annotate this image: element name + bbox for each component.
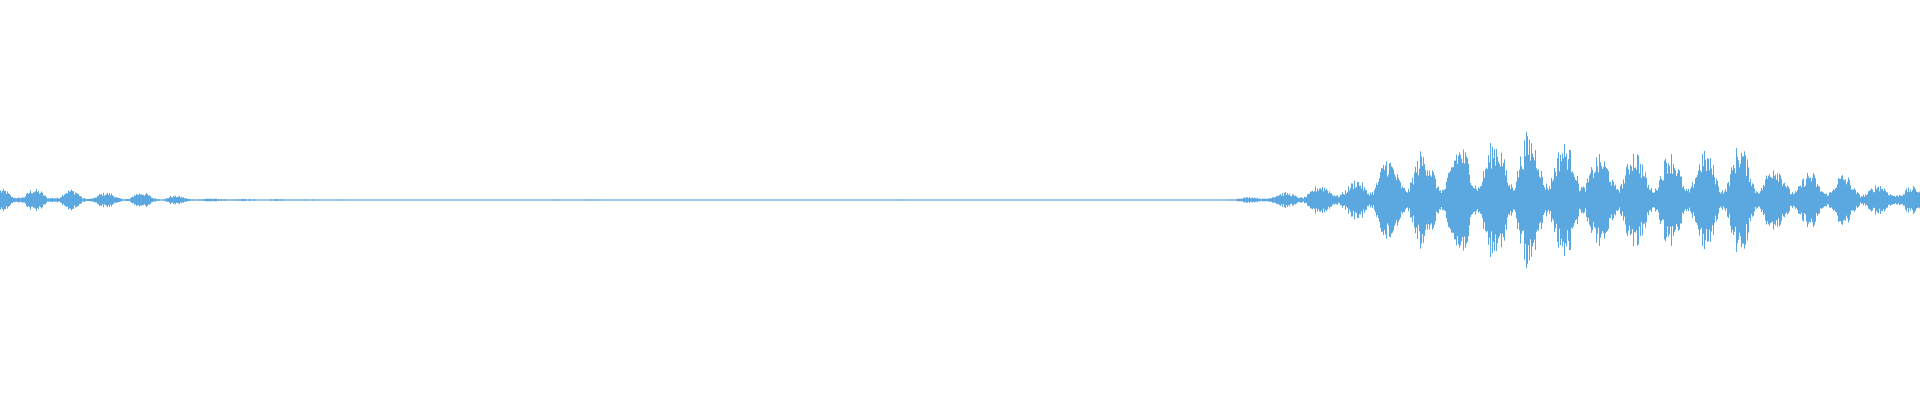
waveform-bars (0, 131, 1920, 269)
